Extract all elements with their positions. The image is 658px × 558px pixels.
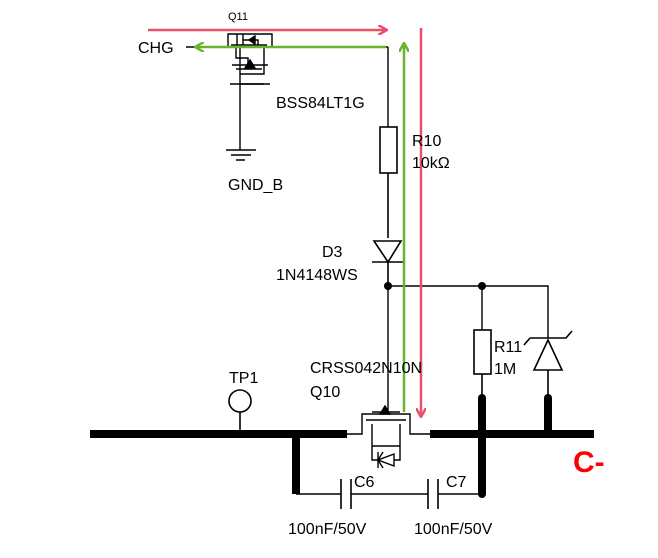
c6-value-label: 100nF/50V bbox=[288, 521, 367, 538]
c6-label: C6 bbox=[354, 474, 375, 491]
c-minus-bus bbox=[90, 394, 594, 498]
green-current-arrow bbox=[196, 44, 404, 412]
r11-value-label: 1M bbox=[494, 361, 516, 378]
zener-diode bbox=[523, 330, 573, 400]
junction-dot bbox=[384, 282, 392, 290]
gnd-label: GND_B bbox=[228, 177, 283, 194]
d3-label: D3 bbox=[322, 244, 343, 261]
q11-part-label: BSS84LT1G bbox=[276, 95, 365, 112]
chg-net-label: CHG bbox=[138, 40, 174, 57]
c-minus-node-label: C- bbox=[573, 446, 605, 479]
q10-label: Q10 bbox=[310, 384, 340, 401]
junction-dot bbox=[478, 282, 486, 290]
r11-resistor bbox=[473, 329, 492, 398]
red-current-arrow bbox=[148, 28, 421, 416]
c7-value-label: 100nF/50V bbox=[414, 521, 493, 538]
d3-part-label: 1N4148WS bbox=[276, 267, 358, 284]
r11-zener-node-wire bbox=[387, 285, 549, 410]
q11-label: Q11 bbox=[228, 11, 248, 23]
q10-part-label: CRSS042N10N bbox=[310, 360, 422, 377]
q10-mosfet bbox=[347, 404, 430, 469]
tp1-label: TP1 bbox=[229, 370, 258, 387]
gnd-symbol bbox=[226, 145, 256, 161]
r10-label: R10 bbox=[412, 133, 441, 150]
r10-value-label: 10kΩ bbox=[412, 155, 450, 172]
capacitor-pair bbox=[296, 479, 482, 509]
r10-resistor bbox=[379, 126, 398, 238]
tp1-test-point bbox=[228, 389, 252, 434]
r11-label: R11 bbox=[494, 339, 522, 356]
d3-diode bbox=[372, 240, 404, 286]
q11-mosfet bbox=[186, 33, 388, 145]
c7-label: C7 bbox=[446, 474, 467, 491]
